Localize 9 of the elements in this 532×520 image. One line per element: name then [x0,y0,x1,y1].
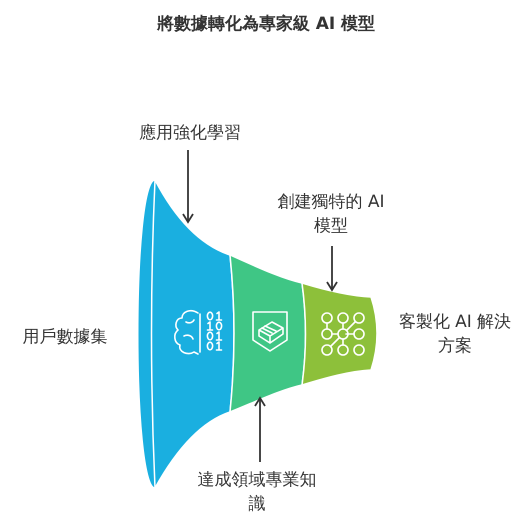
step-label: 創建獨特的 AI 模型 [268,190,394,238]
step-label: 應用強化學習 [110,121,270,145]
arrow [182,150,194,223]
side-label: 客製化 AI 解決方案 [398,311,512,358]
title: 將數據轉化為專家級 AI 模型 [156,13,376,36]
side-label: 用戶數據集 [22,326,108,349]
step-label: 達成領域專業知識 [192,468,322,516]
arrow [326,246,338,291]
arrow [254,397,266,462]
